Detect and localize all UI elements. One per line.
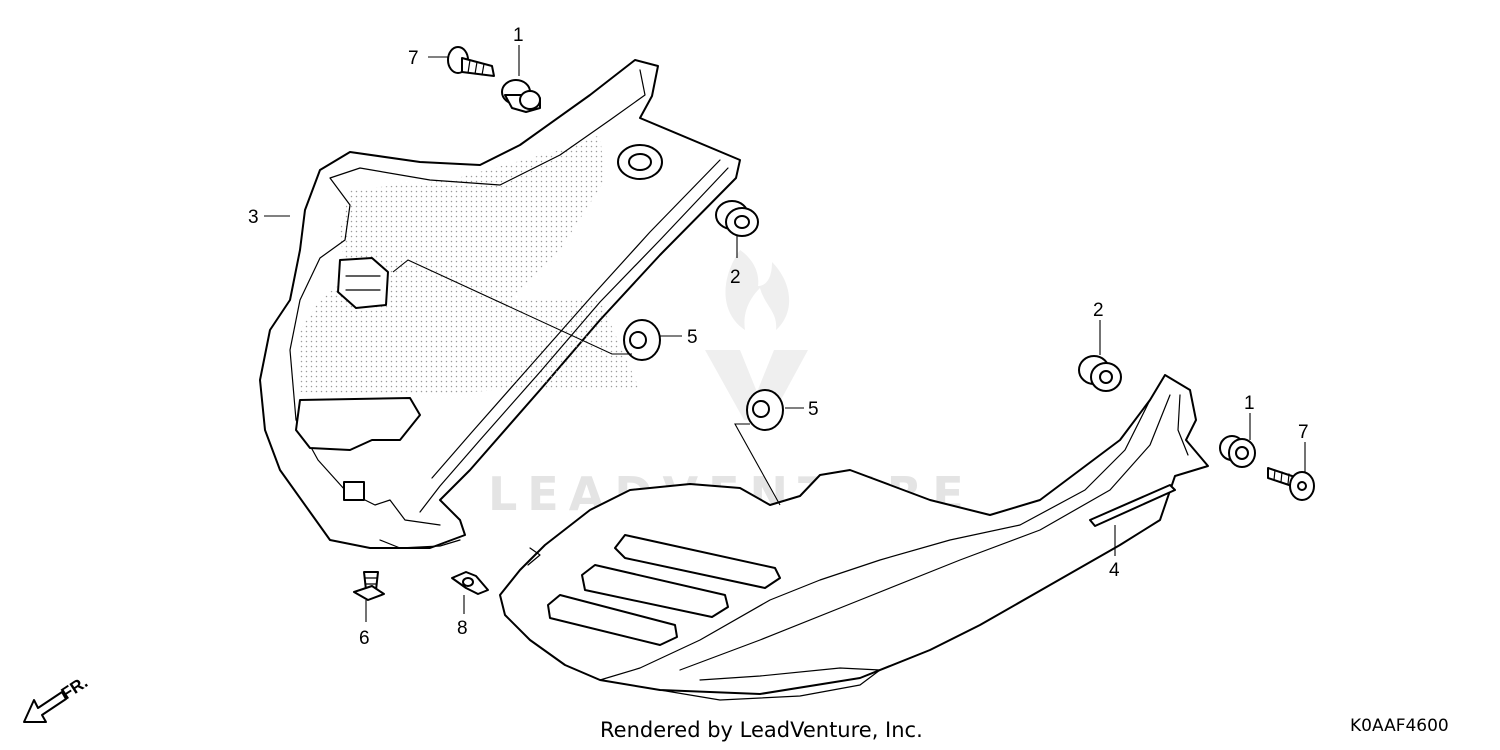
callout-1-top: 1 — [513, 25, 524, 46]
collar-right — [1219, 435, 1256, 468]
screw — [353, 571, 385, 601]
left-cowl-slot — [343, 481, 365, 501]
callout-8: 8 — [457, 618, 468, 639]
callout-2-left: 2 — [730, 267, 741, 288]
callouts: 1 7 3 2 5 2 5 1 7 4 6 8 — [248, 25, 1309, 649]
collar-top — [501, 79, 541, 113]
callout-5-left: 5 — [687, 327, 698, 348]
left-cowl-boss-hole — [628, 153, 652, 171]
right-under-cowl — [499, 374, 1209, 701]
front-arrow-icon — [23, 691, 67, 723]
left-cowl-edge-line-2 — [431, 159, 721, 479]
watermark-v-icon — [705, 350, 808, 420]
front-direction-marker: FR. — [23, 673, 91, 723]
leader-lines — [264, 45, 1306, 622]
left-cowl-shading — [300, 135, 640, 395]
bolt-right — [1267, 467, 1315, 501]
left-under-cowl — [259, 59, 741, 549]
callout-6: 6 — [359, 628, 370, 649]
washer-right — [746, 389, 784, 431]
right-cowl-vent-1 — [614, 534, 781, 589]
callout-7-top: 7 — [408, 48, 419, 69]
left-cowl-edge-line — [419, 167, 729, 513]
right-cowl-vent-3 — [547, 594, 678, 646]
footer-credit: Rendered by LeadVenture, Inc. — [600, 718, 923, 742]
right-cowl-vent-2 — [581, 564, 729, 618]
right-cowl-body — [499, 374, 1209, 695]
callout-2-right: 2 — [1093, 300, 1104, 321]
clip-nut — [451, 571, 489, 595]
grommet-left — [715, 200, 759, 237]
diagram-code: K0AAF4600 — [1350, 716, 1449, 736]
callout-5-right: 5 — [808, 399, 819, 420]
bolt-top — [447, 46, 495, 77]
callout-7-right: 7 — [1298, 422, 1309, 443]
right-cowl-edge-line — [599, 399, 1151, 681]
right-cowl-slot — [1089, 484, 1176, 527]
grommet-right — [1078, 355, 1122, 392]
left-cowl-tab — [337, 257, 389, 309]
callout-4: 4 — [1109, 560, 1120, 581]
left-cowl-vent — [295, 397, 421, 451]
washer-left — [623, 319, 661, 361]
left-cowl-inner-rim — [289, 69, 646, 526]
callout-1-right: 1 — [1244, 393, 1255, 414]
watermark-flame-icon — [725, 250, 790, 330]
right-cowl-edge-line-2 — [679, 394, 1171, 671]
callout-3: 3 — [248, 207, 259, 228]
